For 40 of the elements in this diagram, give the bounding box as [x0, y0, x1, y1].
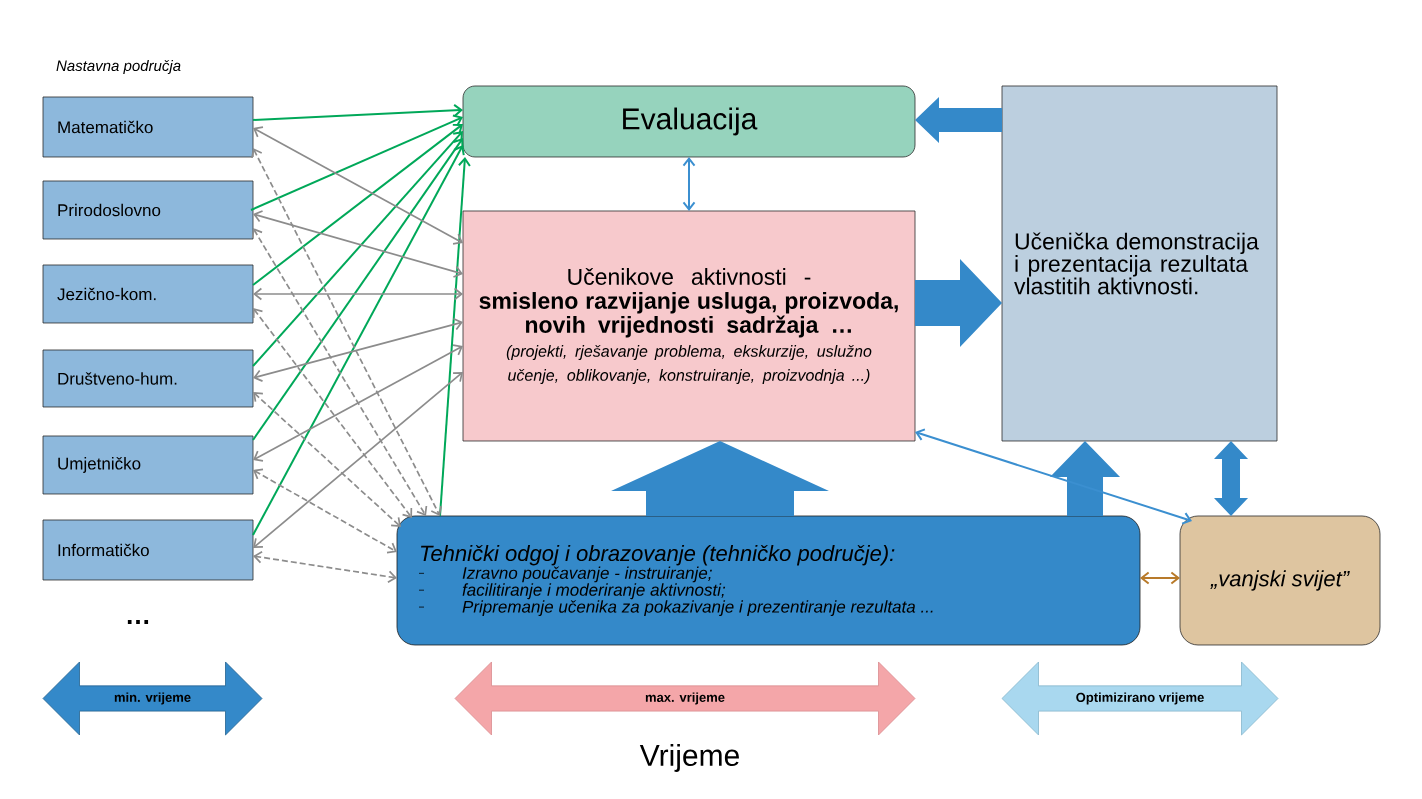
arrow	[250, 114, 463, 211]
arrow	[682, 157, 696, 211]
arrow	[253, 550, 397, 583]
subject-box: Matematičko	[42, 96, 254, 158]
arrow	[253, 392, 401, 527]
subject-box: Umjetničko	[42, 435, 254, 495]
arrow	[1140, 571, 1180, 585]
arrow	[253, 287, 463, 301]
arrow	[252, 103, 463, 121]
subject-box: Informatičko	[42, 519, 254, 581]
subject-box: Društveno-hum.	[42, 349, 254, 408]
evaluation-box: Evaluacija	[462, 85, 916, 158]
arrow	[253, 468, 397, 554]
block-arrow	[915, 97, 1002, 143]
arrow	[253, 372, 463, 548]
demonstration-box: Učenička demonstracija i prezentacija rezultata vlastitih aktivnosti.	[1001, 85, 1278, 442]
ellipsis: …	[127, 620, 149, 624]
subject-box: Jezično-kom.	[42, 264, 254, 324]
block-arrow	[915, 259, 1002, 347]
arrow	[252, 131, 463, 367]
arrow	[252, 145, 465, 536]
activity-box: Učenikove aktivnosti - smisleno razvijanje usluga, proizvoda, novih vrijednosti sadržaja … (projekti, rješavanje problema, ekskurzije, uslužno učenje, oblikovanje, konstruiranje, proizvodnja ...)	[462, 210, 916, 442]
subject-box: Prirodoslovno	[42, 180, 254, 240]
arrow	[253, 344, 463, 462]
arrow	[253, 210, 463, 278]
arrow	[252, 123, 463, 286]
block-arrow	[611, 441, 829, 516]
block-arrow	[1050, 441, 1120, 516]
arrow	[915, 428, 1192, 525]
section-label: Nastavna područja	[56, 60, 181, 74]
arrow	[439, 157, 471, 517]
arrow	[253, 126, 463, 245]
arrow	[251, 148, 442, 516]
teaching-box: Tehnički odgoj i obrazovanje (tehničko područje): Izravno poučavanje - instruiranje; facilitiranje i moderiranje aktivnosti; Pripremanje učenika za pokazivanje i prezentiranje rezultata ...	[396, 515, 1141, 646]
arrow	[252, 308, 413, 518]
arrow	[251, 228, 428, 516]
outside-world-box: „vanjski svijet”	[1179, 515, 1381, 646]
block-arrow	[1214, 441, 1248, 516]
arrow	[253, 318, 463, 382]
arrow	[252, 138, 464, 441]
